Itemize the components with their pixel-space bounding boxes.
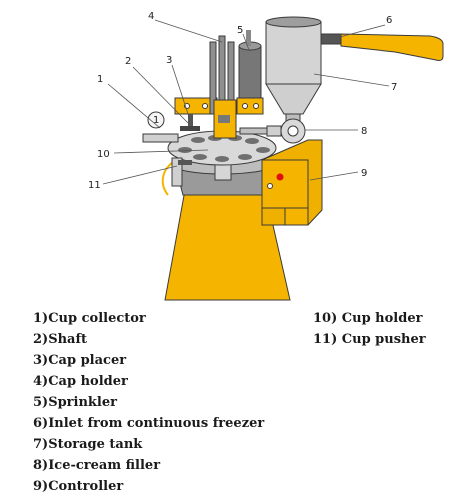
legend-item-cup-pusher: 11) Cup pusher xyxy=(313,332,426,347)
cup-hole xyxy=(178,147,192,153)
bolt xyxy=(202,103,208,109)
cup-collector xyxy=(142,133,179,143)
svg-text:1: 1 xyxy=(153,115,159,126)
cap-holder-tube xyxy=(209,41,217,115)
legend-item-cap-holder: 4)Cap holder xyxy=(33,374,128,389)
controller-indicator xyxy=(276,173,284,181)
legend-item-sprinkler: 5)Sprinkler xyxy=(33,395,117,410)
controller-bolt xyxy=(267,183,273,189)
controller-leg xyxy=(284,207,309,226)
callout-1: 1 xyxy=(97,74,103,85)
callout-4: 4 xyxy=(148,11,154,22)
legend-item-cup-collector: 1)Cup collector xyxy=(33,311,146,326)
legend-item-storage-tank: 7)Storage tank xyxy=(33,437,143,452)
callout-6: 6 xyxy=(386,15,392,26)
legend-item-shaft: 2)Shaft xyxy=(33,332,88,347)
cup-hole xyxy=(256,147,270,153)
storage-tank-cone xyxy=(265,83,322,115)
inlet-pipe xyxy=(340,33,444,61)
filler-pump-inner xyxy=(287,125,299,137)
storage-tank-top xyxy=(265,16,322,28)
bolt xyxy=(242,103,248,109)
cup-hole xyxy=(191,137,205,143)
legend-item-cup-holder: 10) Cup holder xyxy=(313,311,423,326)
shaft xyxy=(188,114,193,130)
storage-tank xyxy=(265,21,322,85)
callout-8: 8 xyxy=(361,126,367,137)
gauge-dial xyxy=(147,111,165,129)
callout-3: 3 xyxy=(166,55,172,66)
legend-item-controller: 9)Controller xyxy=(33,479,124,494)
cup-hole xyxy=(238,154,252,160)
cup-hole xyxy=(245,138,259,144)
legend-item-inlet: 6)Inlet from continuous freezer xyxy=(33,416,265,431)
callout-10: 10 xyxy=(97,149,110,160)
cap-plate xyxy=(180,126,200,131)
filler-nozzle xyxy=(266,125,282,137)
cup-hole xyxy=(193,154,207,160)
legend-item-cap-placer: 3)Cap placer xyxy=(33,353,127,368)
column-top xyxy=(218,115,230,123)
cup-pusher xyxy=(171,157,183,187)
callout-5: 5 xyxy=(237,25,243,36)
sprinkler-rod xyxy=(246,30,251,46)
bolt xyxy=(253,103,259,109)
bracket xyxy=(236,97,264,115)
callout-2: 2 xyxy=(125,56,131,67)
cup-hole xyxy=(215,156,229,162)
cup-pusher-head xyxy=(178,160,192,165)
leader-lines xyxy=(102,19,390,185)
callout-9: 9 xyxy=(361,168,367,179)
callout-11: 11 xyxy=(88,180,101,191)
legend-item-ice-cream-filler: 8)Ice-cream filler xyxy=(33,458,161,473)
callout-7: 7 xyxy=(391,82,397,93)
